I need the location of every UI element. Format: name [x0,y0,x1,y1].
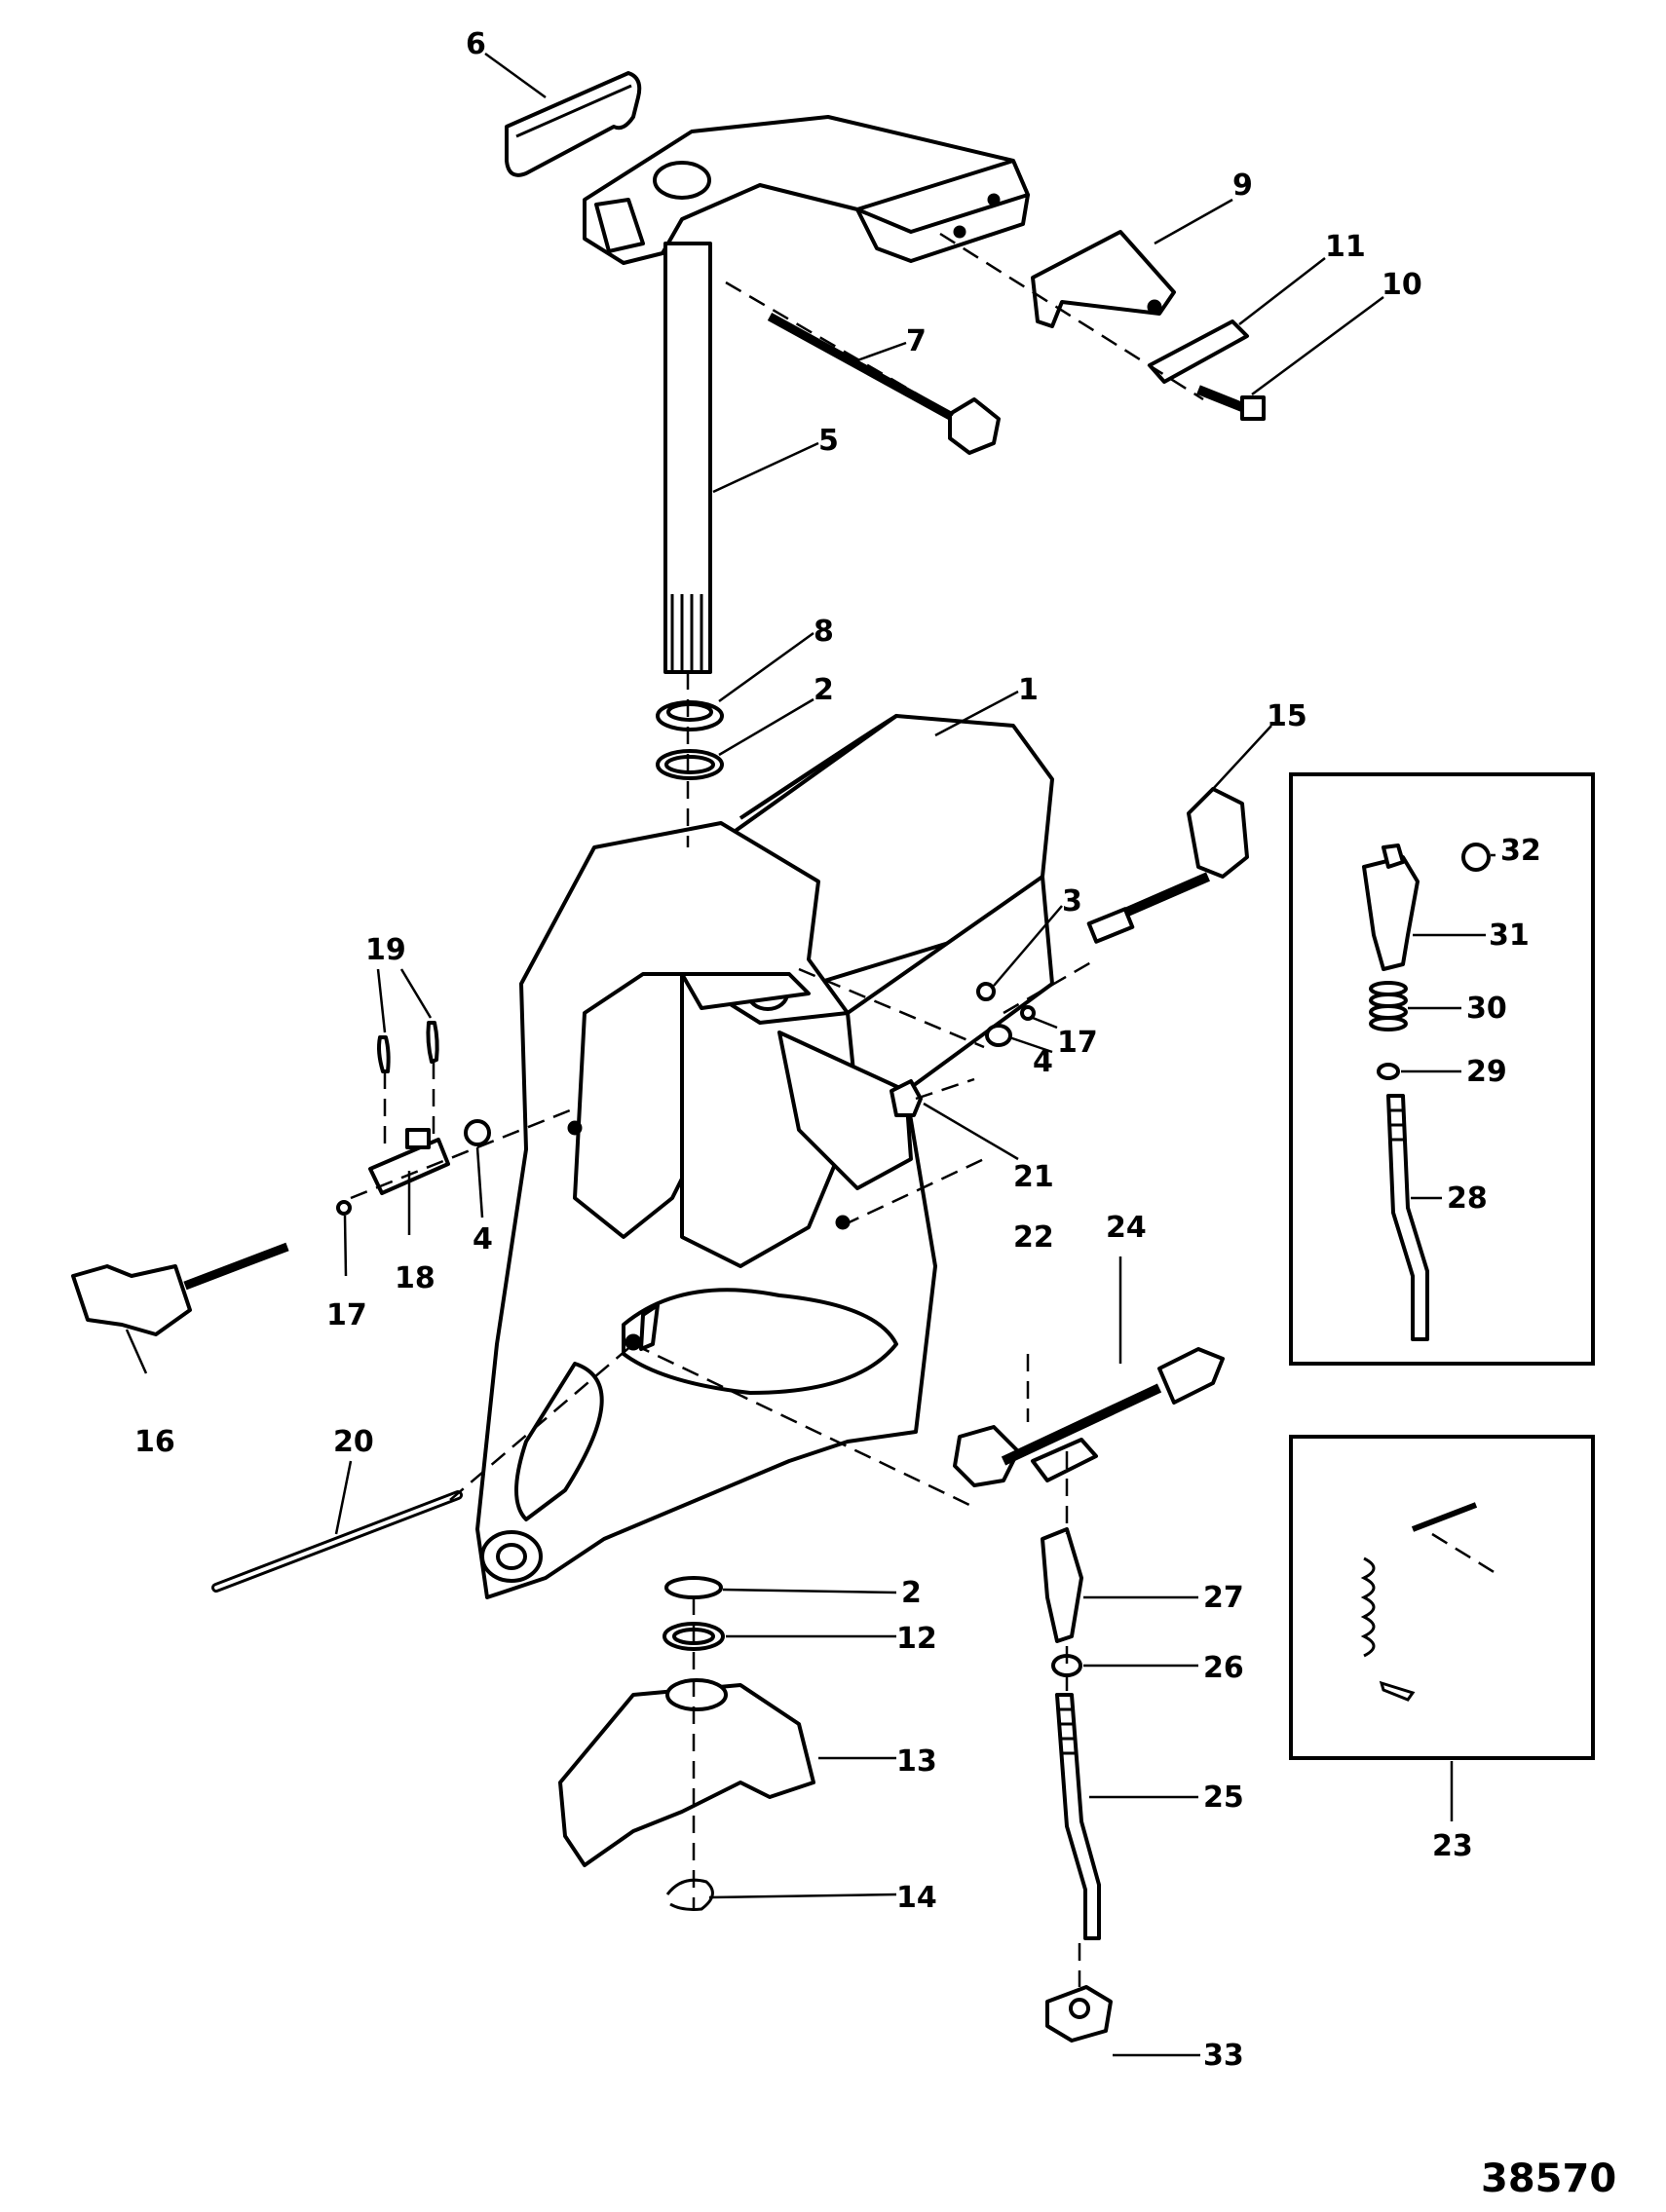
part-3-grease-fitting [976,982,996,1001]
part-29-washer [1377,1063,1400,1080]
callout-17-right: 17 [1057,1026,1098,1060]
callout-23: 23 [1432,1829,1473,1863]
callout-28: 28 [1447,1181,1488,1216]
part-4-washer-left [464,1119,491,1146]
dash-bolt [725,281,961,421]
part-10-screw [1196,385,1266,421]
part-24-tilt-lever [953,1347,1225,1487]
dash-inset-23 [1431,1532,1496,1575]
part-17-ring-right [1020,1005,1036,1021]
dash-21 [915,1077,975,1101]
part-21-bushing [890,1079,923,1117]
part-18-lock [368,1128,450,1195]
part-23-kit-contents [1360,1502,1478,1702]
callout-30: 30 [1466,992,1507,1026]
callout-17-left: 17 [326,1298,367,1332]
part-8-bushing [656,700,724,731]
part-32-nut [1461,843,1491,872]
callout-21: 21 [1013,1160,1054,1194]
part-25-rod [1055,1693,1101,1940]
part-31-latch-inset [1362,844,1420,971]
dash-15 [1003,957,1097,1015]
part-5-steering-shaft [663,242,712,674]
part-13-yoke [558,1678,815,1867]
callout-4-right: 4 [1033,1045,1053,1079]
part-28-rod [1386,1094,1429,1341]
callout-8: 8 [814,615,834,649]
callout-13: 13 [896,1744,937,1779]
part-19-cotter-pins [377,1021,439,1073]
callout-11: 11 [1325,230,1366,264]
part-7-bolt [767,313,1001,455]
part-14-snap-ring [665,1878,714,1911]
callout-9: 9 [1232,169,1253,203]
callout-33: 33 [1203,2039,1244,2073]
part-9-bracket [1031,230,1176,328]
part-16-clamp-screw [71,1242,289,1336]
part-4-washer-right [985,1024,1012,1047]
part-33-knob [1045,1985,1113,2043]
inset-box-lower [1289,1435,1595,1760]
part-17-ring-left [336,1200,352,1216]
dash-bracket [939,232,1204,401]
inset-box-upper [1289,772,1595,1366]
callout-26: 26 [1203,1651,1244,1685]
callout-1: 1 [1018,673,1039,707]
callout-10: 10 [1382,268,1422,302]
dash-20 [449,1343,634,1501]
part-20-rod [211,1490,463,1593]
part-30-spring [1369,981,1408,1031]
callout-22: 22 [1013,1220,1054,1255]
part-steering-arm [583,115,1030,265]
callout-29: 29 [1466,1055,1507,1089]
callout-27: 27 [1203,1581,1244,1615]
part-27-latch [1041,1527,1083,1643]
dash-right-pivot [798,967,985,1049]
part-1-swivel-bracket [475,714,1054,1599]
part-2-upper-ring [656,749,724,780]
callout-15: 15 [1267,699,1307,733]
callout-25: 25 [1203,1781,1244,1815]
callout-2-upper: 2 [814,673,834,707]
dash-lower-pivot [632,1342,970,1507]
part-15-clamp [1086,787,1249,944]
callout-7: 7 [906,324,927,358]
callout-24: 24 [1106,1211,1147,1245]
callout-19: 19 [365,933,406,967]
callout-2-lower: 2 [901,1576,922,1610]
callout-16: 16 [134,1425,175,1459]
callout-32: 32 [1500,834,1541,868]
part-11-plate [1148,319,1249,384]
callout-12: 12 [896,1622,937,1656]
callout-31: 31 [1489,919,1530,953]
leader-lines [125,52,1496,2057]
callout-20: 20 [333,1425,374,1459]
figure-number: 38570 [1481,2156,1616,2201]
callout-5: 5 [818,424,839,458]
part-6-pad [505,71,642,177]
callout-18: 18 [395,1261,435,1295]
callout-3: 3 [1062,884,1082,919]
callout-4-left: 4 [473,1222,493,1256]
part-2-lower-ring [664,1576,723,1599]
dash-left [350,1108,571,1200]
callout-14: 14 [896,1881,937,1915]
callout-6: 6 [466,27,486,61]
